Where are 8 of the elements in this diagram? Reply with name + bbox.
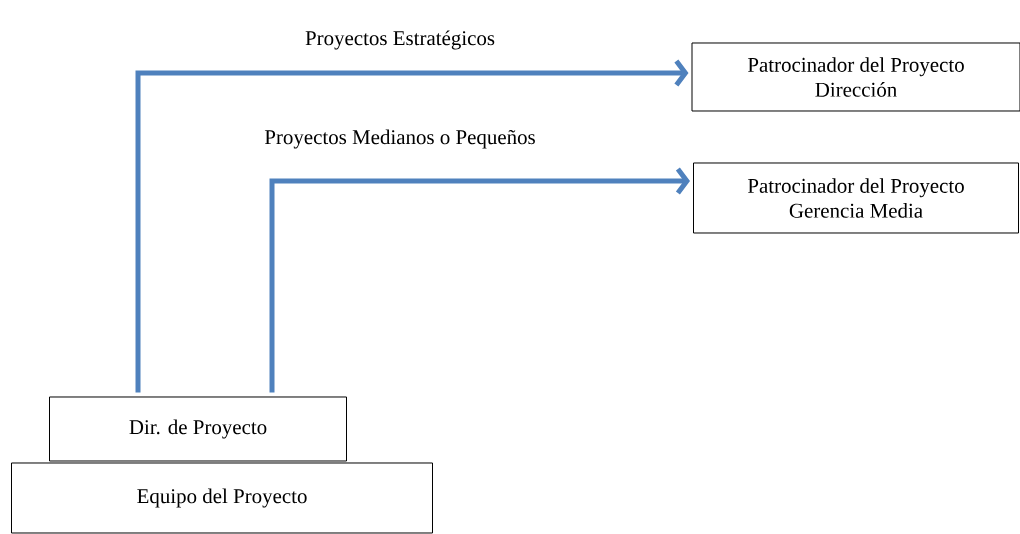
- edge-label: Proyectos Estratégicos: [304, 29, 496, 51]
- process-box: Patrocinador del Proyecto Gerencia Media: [693, 162, 1019, 234]
- arrow: [135, 59, 689, 393]
- process-box: Equipo del Proyecto: [11, 462, 433, 534]
- edge-label: Proyectos Medianos o Pequeños: [263, 128, 537, 150]
- process-box: Patrocinador del Proyecto Dirección: [691, 42, 1020, 112]
- arrow: [269, 167, 690, 393]
- process-box: Dir. de Proyecto: [49, 396, 347, 462]
